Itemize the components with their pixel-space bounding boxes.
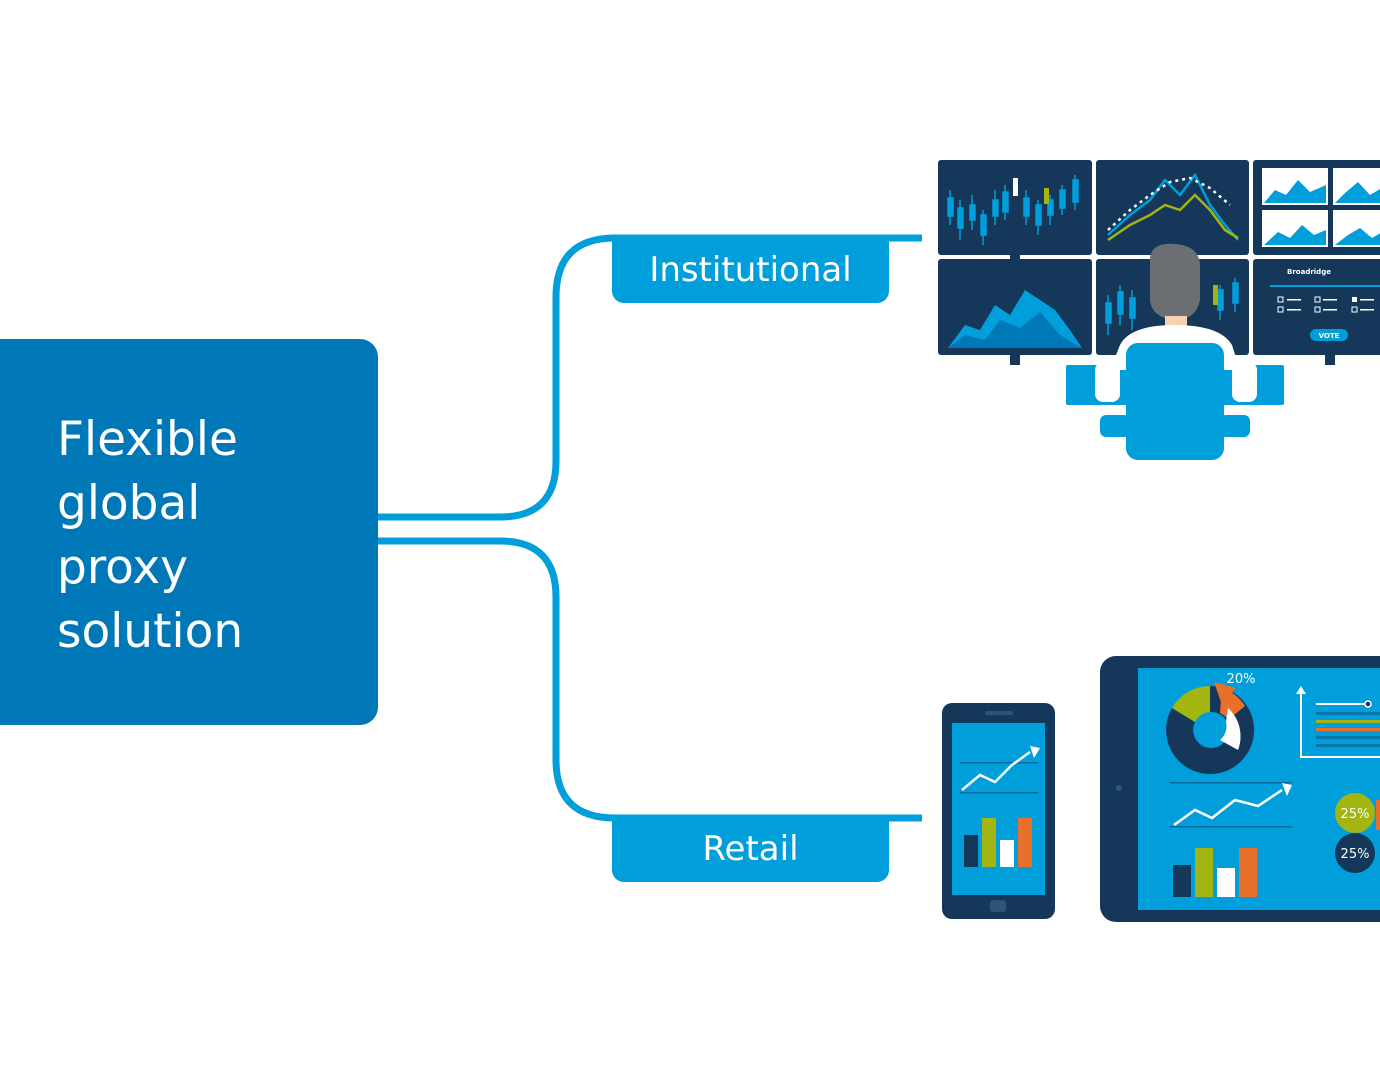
main-title-line-4: solution	[57, 604, 244, 659]
main-title-line-3: proxy	[57, 540, 189, 595]
phone-device	[942, 703, 1055, 919]
trader-figure	[1095, 243, 1257, 460]
pie-label-1: 25%	[1341, 807, 1370, 822]
branch-label-institutional: Institutional	[612, 237, 889, 303]
ballot-screen: Broadridge VOTE	[1270, 268, 1380, 341]
donut-chart	[1166, 685, 1255, 774]
main-node-title: Flexible global proxy solution	[57, 408, 357, 664]
connector-institutional	[378, 234, 922, 521]
main-title-line-1: Flexible	[57, 412, 238, 467]
line-chart	[1107, 172, 1239, 242]
mini-area-charts	[1262, 168, 1380, 247]
main-node-box	[0, 339, 378, 725]
candlestick-chart	[947, 175, 1079, 245]
main-title-line-2: global	[57, 476, 201, 531]
pie-label-2: 25%	[1341, 847, 1370, 862]
area-chart	[948, 290, 1082, 348]
candlestick-chart-2	[1105, 278, 1239, 335]
tablet-device: 20% 25% 25%	[1100, 656, 1380, 922]
vote-button-label: VOTE	[1319, 332, 1340, 340]
connector-retail	[378, 537, 922, 822]
donut-percent-label: 20%	[1227, 672, 1256, 687]
branch-label-retail: Retail	[612, 816, 889, 882]
ballot-brand: Broadridge	[1287, 268, 1331, 276]
